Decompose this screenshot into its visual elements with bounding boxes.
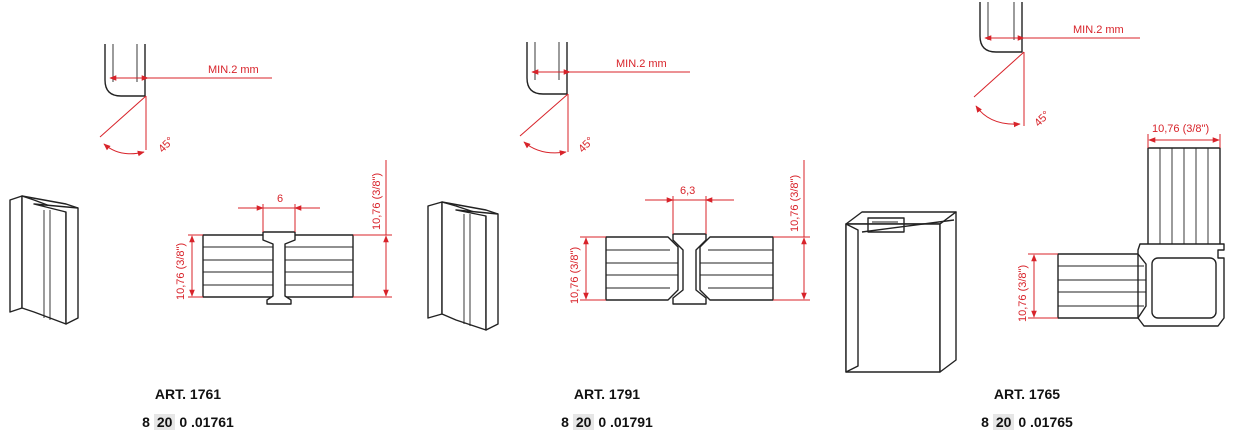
code-suffix: 0 .01791	[598, 414, 653, 430]
width-label-1761: 6	[277, 193, 283, 205]
angle-label-1765: 45°	[1032, 109, 1052, 129]
code-prefix: 8	[142, 414, 150, 430]
product-1761-drawing: MIN.2 mm 45° 6	[9, 44, 392, 325]
code-highlight: 20	[153, 414, 176, 430]
angle-label-1761: 45°	[156, 135, 176, 155]
height-label-right-1791: 10,76 (3/8")	[789, 175, 801, 232]
product-1765-drawing: MIN.2 mm 45°	[845, 2, 1225, 373]
min-clearance-label-1761: MIN.2 mm	[208, 64, 259, 76]
profile-section-1765: 10,76 (3/8") 10,76 (3/8")	[1017, 123, 1225, 327]
height-label-left-1765: 10,76 (3/8")	[1017, 265, 1029, 322]
profile-isometric-1791	[427, 201, 499, 331]
code-prefix: 8	[561, 414, 569, 430]
article-code: 8 20 0 .01765	[927, 414, 1127, 430]
min-clearance-label-1765: MIN.2 mm	[1073, 24, 1124, 36]
article-code: 8 20 0 .01761	[88, 414, 288, 430]
blade-detail-1791: MIN.2 mm 45°	[519, 42, 690, 156]
code-highlight: 20	[992, 414, 1015, 430]
product-1791-drawing: MIN.2 mm 45°	[427, 42, 810, 331]
article-code: 8 20 0 .01791	[507, 414, 707, 430]
article-number: ART. 1791	[573, 386, 641, 402]
caption-1791: ART. 1791 8 20 0 .01791	[507, 386, 707, 430]
blade-detail-1761: MIN.2 mm 45°	[99, 44, 272, 157]
top-width-label-1765: 10,76 (3/8")	[1152, 123, 1209, 135]
code-highlight: 20	[572, 414, 595, 430]
min-clearance-label-1791: MIN.2 mm	[616, 58, 667, 70]
profile-isometric-1761	[9, 195, 79, 325]
profile-section-1791: 6,3 10,76 (3/8") 10,76 (3/8")	[569, 160, 810, 305]
profile-isometric-1765	[845, 211, 957, 373]
caption-1761: ART. 1761 8 20 0 .01761	[88, 386, 288, 430]
blade-detail-1765: MIN.2 mm 45°	[973, 2, 1140, 129]
code-prefix: 8	[981, 414, 989, 430]
code-suffix: 0 .01765	[1018, 414, 1073, 430]
height-label-right-1761: 10,76 (3/8")	[371, 173, 383, 230]
angle-label-1791: 45°	[576, 135, 596, 155]
caption-1765: ART. 1765 8 20 0 .01765	[927, 386, 1127, 430]
height-label-left-1761: 10,76 (3/8")	[175, 243, 187, 300]
profile-section-1761: 6 10,76 (3/8") 10,76 (3/8")	[175, 160, 392, 305]
code-suffix: 0 .01761	[179, 414, 234, 430]
article-number: ART. 1765	[993, 386, 1061, 402]
height-label-left-1791: 10,76 (3/8")	[569, 247, 581, 304]
article-number: ART. 1761	[154, 386, 222, 402]
width-label-1791: 6,3	[680, 185, 695, 197]
